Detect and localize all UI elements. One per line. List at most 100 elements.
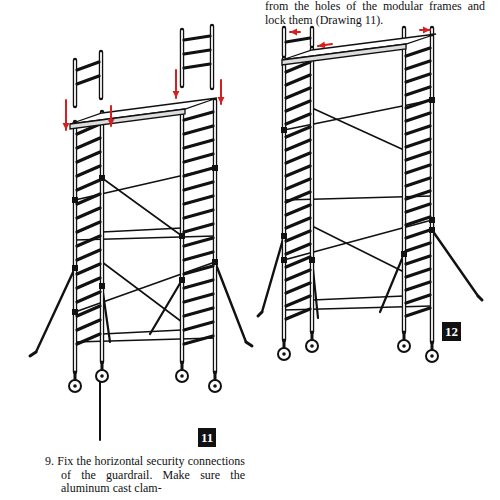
- frame-rung: [286, 38, 310, 42]
- frame-rail: [311, 29, 313, 45]
- red-arrowhead: [423, 27, 430, 34]
- frame-rung: [406, 100, 430, 108]
- clamp: [179, 277, 185, 283]
- frame-rung: [77, 222, 100, 232]
- frame-rail: [403, 45, 405, 331]
- clamp: [72, 197, 78, 203]
- caster-fork: [431, 342, 434, 350]
- frame-rung: [286, 205, 310, 215]
- clamp: [212, 259, 218, 265]
- clamp: [179, 233, 185, 239]
- frame-rung: [286, 153, 310, 163]
- frame-rung: [406, 191, 430, 199]
- caster-wheel: [69, 380, 81, 392]
- frame-rung: [77, 306, 100, 316]
- brace: [312, 296, 404, 300]
- frame-rung: [286, 127, 310, 137]
- caster-hub: [100, 374, 104, 378]
- clamp: [72, 309, 78, 315]
- frame-rung: [406, 269, 430, 277]
- clamp: [212, 165, 218, 171]
- frame-rung: [184, 50, 210, 54]
- frame-rung: [406, 243, 430, 251]
- frame-rail: [283, 59, 285, 339]
- frame-rung: [406, 126, 430, 134]
- clamp: [309, 257, 315, 263]
- caster-wheel: [96, 370, 108, 382]
- caster-fork: [283, 340, 286, 348]
- brace: [102, 228, 182, 232]
- frame-rung: [77, 236, 100, 246]
- clamp: [99, 175, 105, 181]
- red-arrowhead: [173, 91, 180, 98]
- frame-rung: [286, 140, 310, 150]
- clamp: [401, 251, 407, 257]
- frame-rung: [184, 126, 213, 134]
- frame-rung: [77, 250, 100, 260]
- frame-rung: [406, 256, 430, 264]
- frame-rung: [77, 334, 100, 344]
- frame-rung: [286, 309, 310, 319]
- outrigger: [215, 262, 246, 342]
- frame-rung: [184, 64, 210, 68]
- frame-rail: [74, 123, 76, 371]
- frame-rail: [101, 113, 103, 361]
- frame-rung: [184, 252, 213, 260]
- frame-rung: [406, 113, 430, 121]
- frame-rung: [286, 75, 310, 85]
- red-arrowhead: [218, 97, 225, 104]
- frame-rung: [184, 224, 213, 232]
- platform: [282, 34, 436, 60]
- caster-wheel: [426, 350, 438, 362]
- frame-rung: [286, 244, 310, 254]
- frame-rung: [286, 114, 310, 124]
- frame-rung: [77, 208, 100, 218]
- frame-rung: [77, 76, 99, 84]
- frame-rung: [286, 296, 310, 306]
- clamp: [99, 283, 105, 289]
- frame-rung: [406, 165, 430, 173]
- frame-rung: [184, 322, 213, 330]
- frame-rung: [286, 257, 310, 267]
- frame-rung: [184, 112, 213, 120]
- caster-fork: [403, 332, 406, 340]
- frame-rung: [406, 74, 430, 82]
- frame-rung: [406, 48, 430, 56]
- frame-rail: [310, 48, 314, 332]
- frame-rung: [77, 138, 100, 148]
- caster-wheel: [176, 370, 188, 382]
- outrigger: [380, 254, 404, 312]
- clamp: [281, 233, 287, 239]
- frame-rail: [180, 108, 184, 362]
- caster-hub: [73, 384, 77, 388]
- caster-wheel: [398, 340, 410, 352]
- frame-rail: [74, 61, 76, 105]
- instruction-text: from the holes of the modular frames and…: [265, 0, 485, 27]
- frame-rung: [184, 36, 210, 40]
- caster-hub: [430, 354, 434, 358]
- outrigger: [36, 268, 75, 352]
- frame-rung: [184, 182, 213, 190]
- brace: [312, 226, 404, 272]
- frame-rung: [184, 168, 213, 176]
- frame-rung: [406, 61, 430, 69]
- caster-fork: [214, 372, 217, 380]
- frame-rail: [214, 101, 216, 371]
- frame-rung: [286, 231, 310, 241]
- brace: [312, 108, 404, 150]
- frame-rung: [286, 179, 310, 189]
- outrigger-foot: [246, 342, 252, 346]
- caster-fork: [101, 362, 104, 370]
- frame-rung: [184, 336, 213, 344]
- frame-rung: [406, 152, 430, 160]
- frame-rung: [184, 154, 213, 162]
- frame-rung: [406, 204, 430, 212]
- red-arrowhead: [108, 119, 115, 126]
- frame-rung: [184, 266, 213, 274]
- frame-rung: [77, 292, 100, 302]
- frame-rail: [431, 29, 433, 33]
- frame-rung: [286, 283, 310, 293]
- frame-rung: [77, 278, 100, 288]
